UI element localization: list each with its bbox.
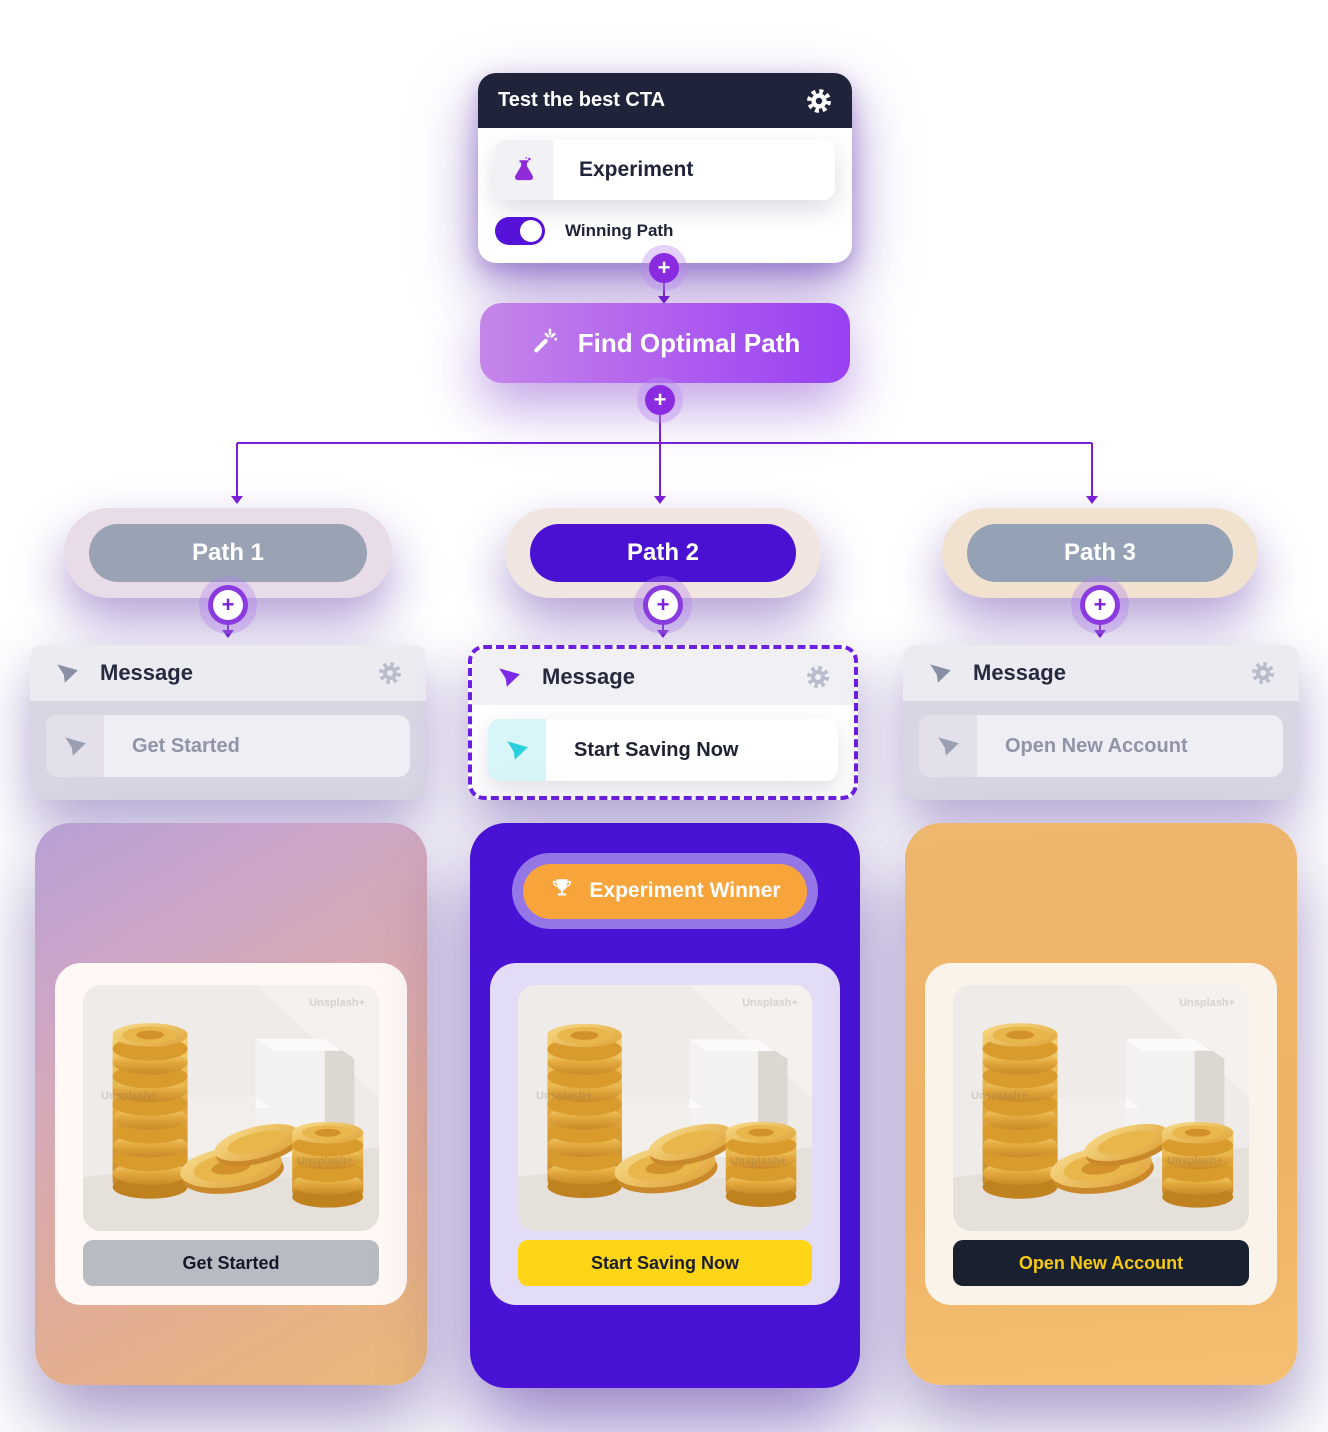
cta-button-path2[interactable]: Start Saving Now xyxy=(518,1240,812,1286)
path-1-label: Path 1 xyxy=(89,524,367,582)
add-node-button[interactable]: + xyxy=(645,385,675,415)
photo-watermark: Unsplash+ xyxy=(309,997,365,1009)
message-text-field[interactable]: Get Started xyxy=(46,715,410,777)
photo-watermark: Unsplash+ xyxy=(1167,1155,1223,1167)
path-2-label: Path 2 xyxy=(530,524,796,582)
send-icon xyxy=(927,660,953,686)
winning-path-toggle[interactable] xyxy=(495,217,545,245)
experiment-action-row[interactable]: Experiment xyxy=(495,140,835,200)
message-value: Open New Account xyxy=(1005,734,1188,757)
photo-watermark: Unsplash+ xyxy=(730,1155,786,1167)
phone-preview: Unsplash+ Unsplash+ Unsplash+ Open New A… xyxy=(925,963,1277,1305)
find-optimal-path-button[interactable]: Find Optimal Path xyxy=(480,303,850,383)
add-step-button[interactable]: + xyxy=(1085,590,1115,620)
photo-watermark: Unsplash+ xyxy=(297,1155,353,1167)
settings-gear-icon[interactable] xyxy=(806,88,832,114)
message-card-header: Message xyxy=(903,645,1299,701)
send-icon xyxy=(46,715,104,777)
add-node-button[interactable]: + xyxy=(649,253,679,283)
add-step-button[interactable]: + xyxy=(213,590,243,620)
message-value: Start Saving Now xyxy=(574,738,739,761)
message-title: Message xyxy=(100,660,193,685)
plus-icon: + xyxy=(657,255,671,280)
winning-path-row: Winning Path xyxy=(495,217,673,245)
send-icon xyxy=(496,664,522,690)
winning-path-label: Winning Path xyxy=(565,221,674,240)
message-text-field[interactable]: Start Saving Now xyxy=(488,719,838,781)
path-3-label: Path 3 xyxy=(967,524,1233,582)
trophy-icon xyxy=(549,876,575,907)
photo-watermark: Unsplash+ xyxy=(1179,997,1235,1009)
experiment-winner-badge: Experiment Winner xyxy=(523,863,807,919)
flask-icon xyxy=(495,140,553,200)
message-card-header: Message xyxy=(30,645,426,701)
path-3-pill[interactable]: Path 3 xyxy=(942,508,1258,598)
toggle-knob xyxy=(520,220,542,242)
cta-button-path3[interactable]: Open New Account xyxy=(953,1240,1249,1286)
experiment-action-label: Experiment xyxy=(579,158,694,181)
coins-photo: Unsplash+ Unsplash+ Unsplash+ xyxy=(518,985,812,1231)
winner-badge-ring: Experiment Winner xyxy=(512,853,818,929)
send-icon xyxy=(54,660,80,686)
photo-watermark: Unsplash+ xyxy=(971,1090,1027,1102)
settings-gear-icon[interactable] xyxy=(806,665,830,689)
plus-icon: + xyxy=(221,592,235,617)
settings-gear-icon[interactable] xyxy=(1251,661,1275,685)
phone-preview: Unsplash+ Unsplash+ Unsplash+ Get Starte… xyxy=(55,963,407,1305)
send-icon xyxy=(919,715,977,777)
message-title: Message xyxy=(542,664,635,689)
winner-badge-label: Experiment Winner xyxy=(589,879,781,902)
preview-card-path1: Unsplash+ Unsplash+ Unsplash+ Get Starte… xyxy=(35,823,427,1385)
message-card-path3[interactable]: Message Open New Account xyxy=(903,645,1299,800)
preview-card-path2-winner: Experiment Winner Unsplash+ Unsplash+ Un… xyxy=(470,823,860,1388)
path-2-pill[interactable]: Path 2 xyxy=(505,508,821,598)
plus-icon: + xyxy=(1093,592,1107,617)
path-1-pill[interactable]: Path 1 xyxy=(64,508,392,598)
settings-gear-icon[interactable] xyxy=(378,661,402,685)
node-title: Test the best CTA xyxy=(498,89,666,111)
message-card-header: Message xyxy=(472,649,854,705)
add-step-button[interactable]: + xyxy=(648,590,678,620)
find-optimal-path-label: Find Optimal Path xyxy=(577,327,801,358)
coins-photo: Unsplash+ Unsplash+ Unsplash+ xyxy=(953,985,1249,1231)
plus-icon: + xyxy=(653,387,667,412)
photo-watermark: Unsplash+ xyxy=(536,1090,592,1102)
photo-watermark: Unsplash+ xyxy=(742,997,798,1009)
message-card-path2-selected[interactable]: Message Start Saving Now xyxy=(468,645,858,800)
send-icon xyxy=(488,719,546,781)
message-card-path1[interactable]: Message Get Started xyxy=(30,645,426,800)
coins-photo: Unsplash+ Unsplash+ Unsplash+ xyxy=(83,985,379,1231)
experiment-node-header: Test the best CTA xyxy=(478,73,852,128)
magic-wand-icon xyxy=(530,326,560,361)
message-text-field[interactable]: Open New Account xyxy=(919,715,1283,777)
photo-watermark: Unsplash+ xyxy=(101,1090,157,1102)
message-value: Get Started xyxy=(132,734,240,757)
experiment-node-card[interactable]: Test the best CTA Experiment Winning Pat… xyxy=(478,73,852,263)
plus-icon: + xyxy=(656,592,670,617)
cta-button-path1[interactable]: Get Started xyxy=(83,1240,379,1286)
phone-preview: Unsplash+ Unsplash+ Unsplash+ Start Savi… xyxy=(490,963,840,1305)
preview-card-path3: Unsplash+ Unsplash+ Unsplash+ Open New A… xyxy=(905,823,1297,1385)
message-title: Message xyxy=(973,660,1066,685)
